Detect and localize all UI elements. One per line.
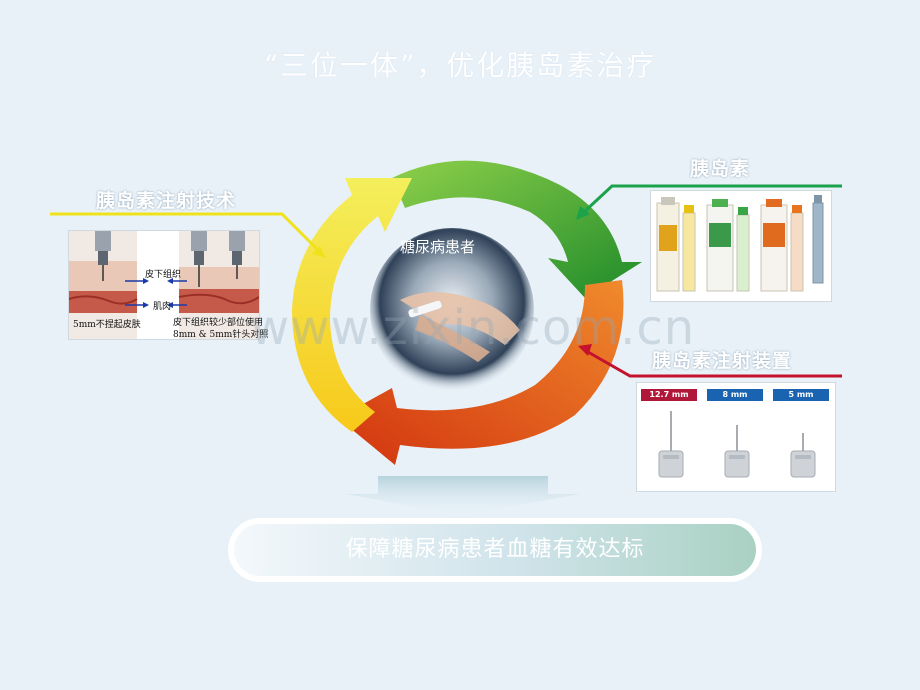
- injection-technique-panel: 皮下组织 肌肉 5mm不捏起皮肤 皮下组织较少部位使用 8mm & 5mm针头对…: [68, 230, 268, 340]
- right-caption-1: 皮下组织较少部位使用: [173, 318, 264, 328]
- page-title: “三位一体”，优化胰岛素治疗: [263, 49, 657, 82]
- watermark: www.zixin.com.cn: [250, 300, 696, 356]
- muscle-label: 肌肉: [153, 302, 172, 312]
- needle-illustrations: [658, 411, 816, 478]
- injection-device-panel: 12.7 mm (1/2") 8 mm (5/16") 5 mm (3/16"): [636, 382, 836, 492]
- skin-layer-illustration: [69, 231, 259, 339]
- yellow-cycle-arrow: [292, 178, 412, 432]
- right-caption-2: 8mm & 5mm针头对照: [173, 330, 269, 340]
- goal-banner-fill: 保障糖尿病患者血糖有效达标: [234, 524, 756, 576]
- down-arrow: [346, 476, 580, 516]
- leader-line-insulin: [582, 184, 842, 214]
- label-insulin: 胰岛素: [690, 158, 751, 180]
- needle-tag-12mm: 12.7 mm (1/2"): [641, 389, 697, 411]
- orange-cycle-arrow: [338, 280, 624, 465]
- leader-line-technique: [50, 212, 322, 254]
- subcutaneous-label: 皮下组织: [145, 270, 182, 280]
- label-injection-technique: 胰岛素注射技术: [96, 190, 237, 212]
- needle-tag-8mm: 8 mm (5/16"): [707, 389, 763, 411]
- leader-line-device: [587, 350, 842, 378]
- insulin-products-panel: [650, 190, 832, 302]
- green-cycle-arrow: [392, 160, 642, 298]
- left-caption: 5mm不捏起皮肤: [73, 320, 141, 330]
- label-injection-device: 胰岛素注射装置: [652, 350, 793, 372]
- center-label: 糖尿病患者: [400, 238, 476, 256]
- goal-banner: 保障糖尿病患者血糖有效达标: [228, 518, 762, 582]
- goal-text: 保障糖尿病患者血糖有效达标: [345, 537, 645, 562]
- patient-photo: [370, 228, 534, 392]
- needle-tag-5mm: 5 mm (3/16"): [773, 389, 829, 411]
- insulin-vials-illustration: [656, 195, 824, 292]
